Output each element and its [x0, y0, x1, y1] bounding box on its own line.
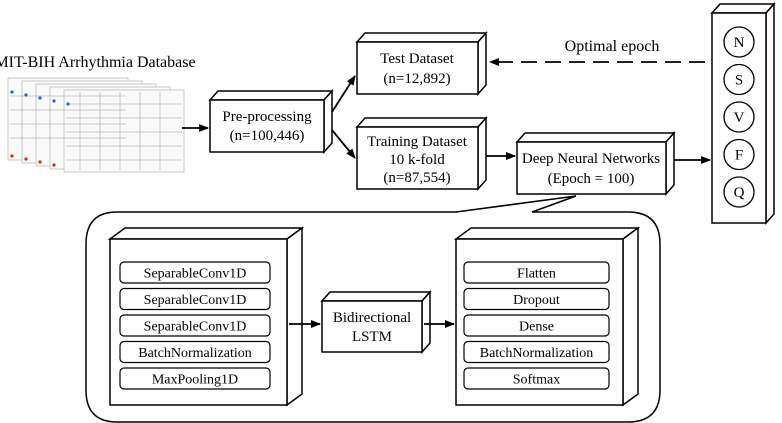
layer-box: [119, 367, 271, 390]
layer-item: MaxPooling1D: [119, 367, 271, 390]
class-label: N: [734, 35, 745, 51]
lstm-label-line2: LSTM: [352, 329, 392, 345]
layer-box: [463, 287, 610, 311]
arrow-preprocessing-to-training: [331, 129, 356, 159]
class-node-s: S: [723, 63, 755, 96]
dense-block: FlattenDropoutDenseBatchNormalizationSof…: [453, 226, 641, 407]
layer-box: [119, 261, 271, 284]
test-dataset-box: Test Dataset (n=12,892): [355, 31, 488, 96]
training-dataset-box: Training Dataset 10 k-fold (n=87,554): [355, 116, 488, 191]
layer-label: BatchNormalization: [138, 346, 252, 361]
layer-box: [463, 367, 610, 390]
class-circle: [723, 176, 755, 208]
class-node-v: V: [723, 101, 755, 133]
layer-item: BatchNormalization: [119, 340, 271, 364]
training-dataset-count: (n=87,554): [383, 170, 450, 186]
preprocessing-label: Pre-processing: [222, 109, 312, 125]
layer-label: Softmax: [513, 373, 560, 388]
layer-item: Softmax: [463, 367, 610, 390]
layer-box: [463, 314, 610, 337]
layer-box: [119, 314, 271, 337]
layer-label: Dropout: [513, 293, 560, 308]
layer-box: [119, 287, 271, 311]
preprocessing-count: (n=100,446): [230, 128, 305, 144]
layer-item: BatchNormalization: [463, 340, 610, 364]
class-label: S: [735, 73, 743, 89]
test-dataset-count: (n=12,892): [383, 71, 450, 87]
class-label: Q: [734, 185, 745, 201]
layer-box: [463, 340, 610, 364]
test-dataset-label: Test Dataset: [380, 51, 454, 67]
layer-item: Flatten: [463, 261, 610, 284]
class-circle: [723, 101, 755, 133]
class-label: F: [735, 148, 743, 164]
class-circle: [723, 63, 755, 96]
class-node-q: Q: [723, 176, 755, 208]
lstm-label-line1: Bidirectional: [333, 310, 411, 326]
class-node-f: F: [723, 138, 755, 171]
layer-label: MaxPooling1D: [152, 373, 238, 388]
dnn-label: Deep Neural Networks: [522, 151, 660, 167]
layer-label: SeparableConv1D: [144, 267, 247, 282]
ecg-record-stack-icon: [7, 77, 185, 173]
dnn-box: Deep Neural Networks (Epoch = 100): [515, 131, 676, 196]
layer-label: Dense: [519, 320, 554, 335]
lstm-box: Bidirectional LSTM: [320, 290, 432, 354]
layer-item: Dense: [463, 314, 610, 337]
layer-item: Dropout: [463, 287, 610, 311]
layer-label: SeparableConv1D: [144, 320, 247, 335]
cnn-block: SeparableConv1D SeparableConv1D SeparableC…: [107, 226, 305, 407]
training-dataset-fold: 10 k-fold: [389, 152, 445, 168]
flow-arrows: [182, 58, 711, 164]
arrow-preprocessing-to-test: [331, 75, 356, 113]
output-classes-box: N S V F Q: [710, 2, 776, 225]
class-circle: [723, 138, 755, 171]
layer-label: SeparableConv1D: [144, 293, 247, 308]
layer-box: [119, 340, 271, 364]
optimal-epoch-label: Optimal epoch: [565, 38, 660, 55]
class-label: V: [734, 110, 745, 126]
preprocessing-box: Pre-processing (n=100,446): [208, 89, 334, 154]
class-node-n: N: [723, 26, 755, 58]
dnn-epoch: (Epoch = 100): [548, 171, 635, 187]
database-title: MIT-BIH Arrhythmia Database: [0, 54, 196, 71]
layer-label: BatchNormalization: [480, 346, 594, 361]
layer-item: SeparableConv1D: [119, 261, 271, 284]
layer-box: [463, 261, 610, 284]
layer-label: Flatten: [517, 267, 556, 282]
training-dataset-label: Training Dataset: [367, 134, 468, 150]
layer-item: SeparableConv1D: [119, 314, 271, 337]
class-circle: [723, 26, 755, 58]
layer-item: SeparableConv1D: [119, 287, 271, 311]
